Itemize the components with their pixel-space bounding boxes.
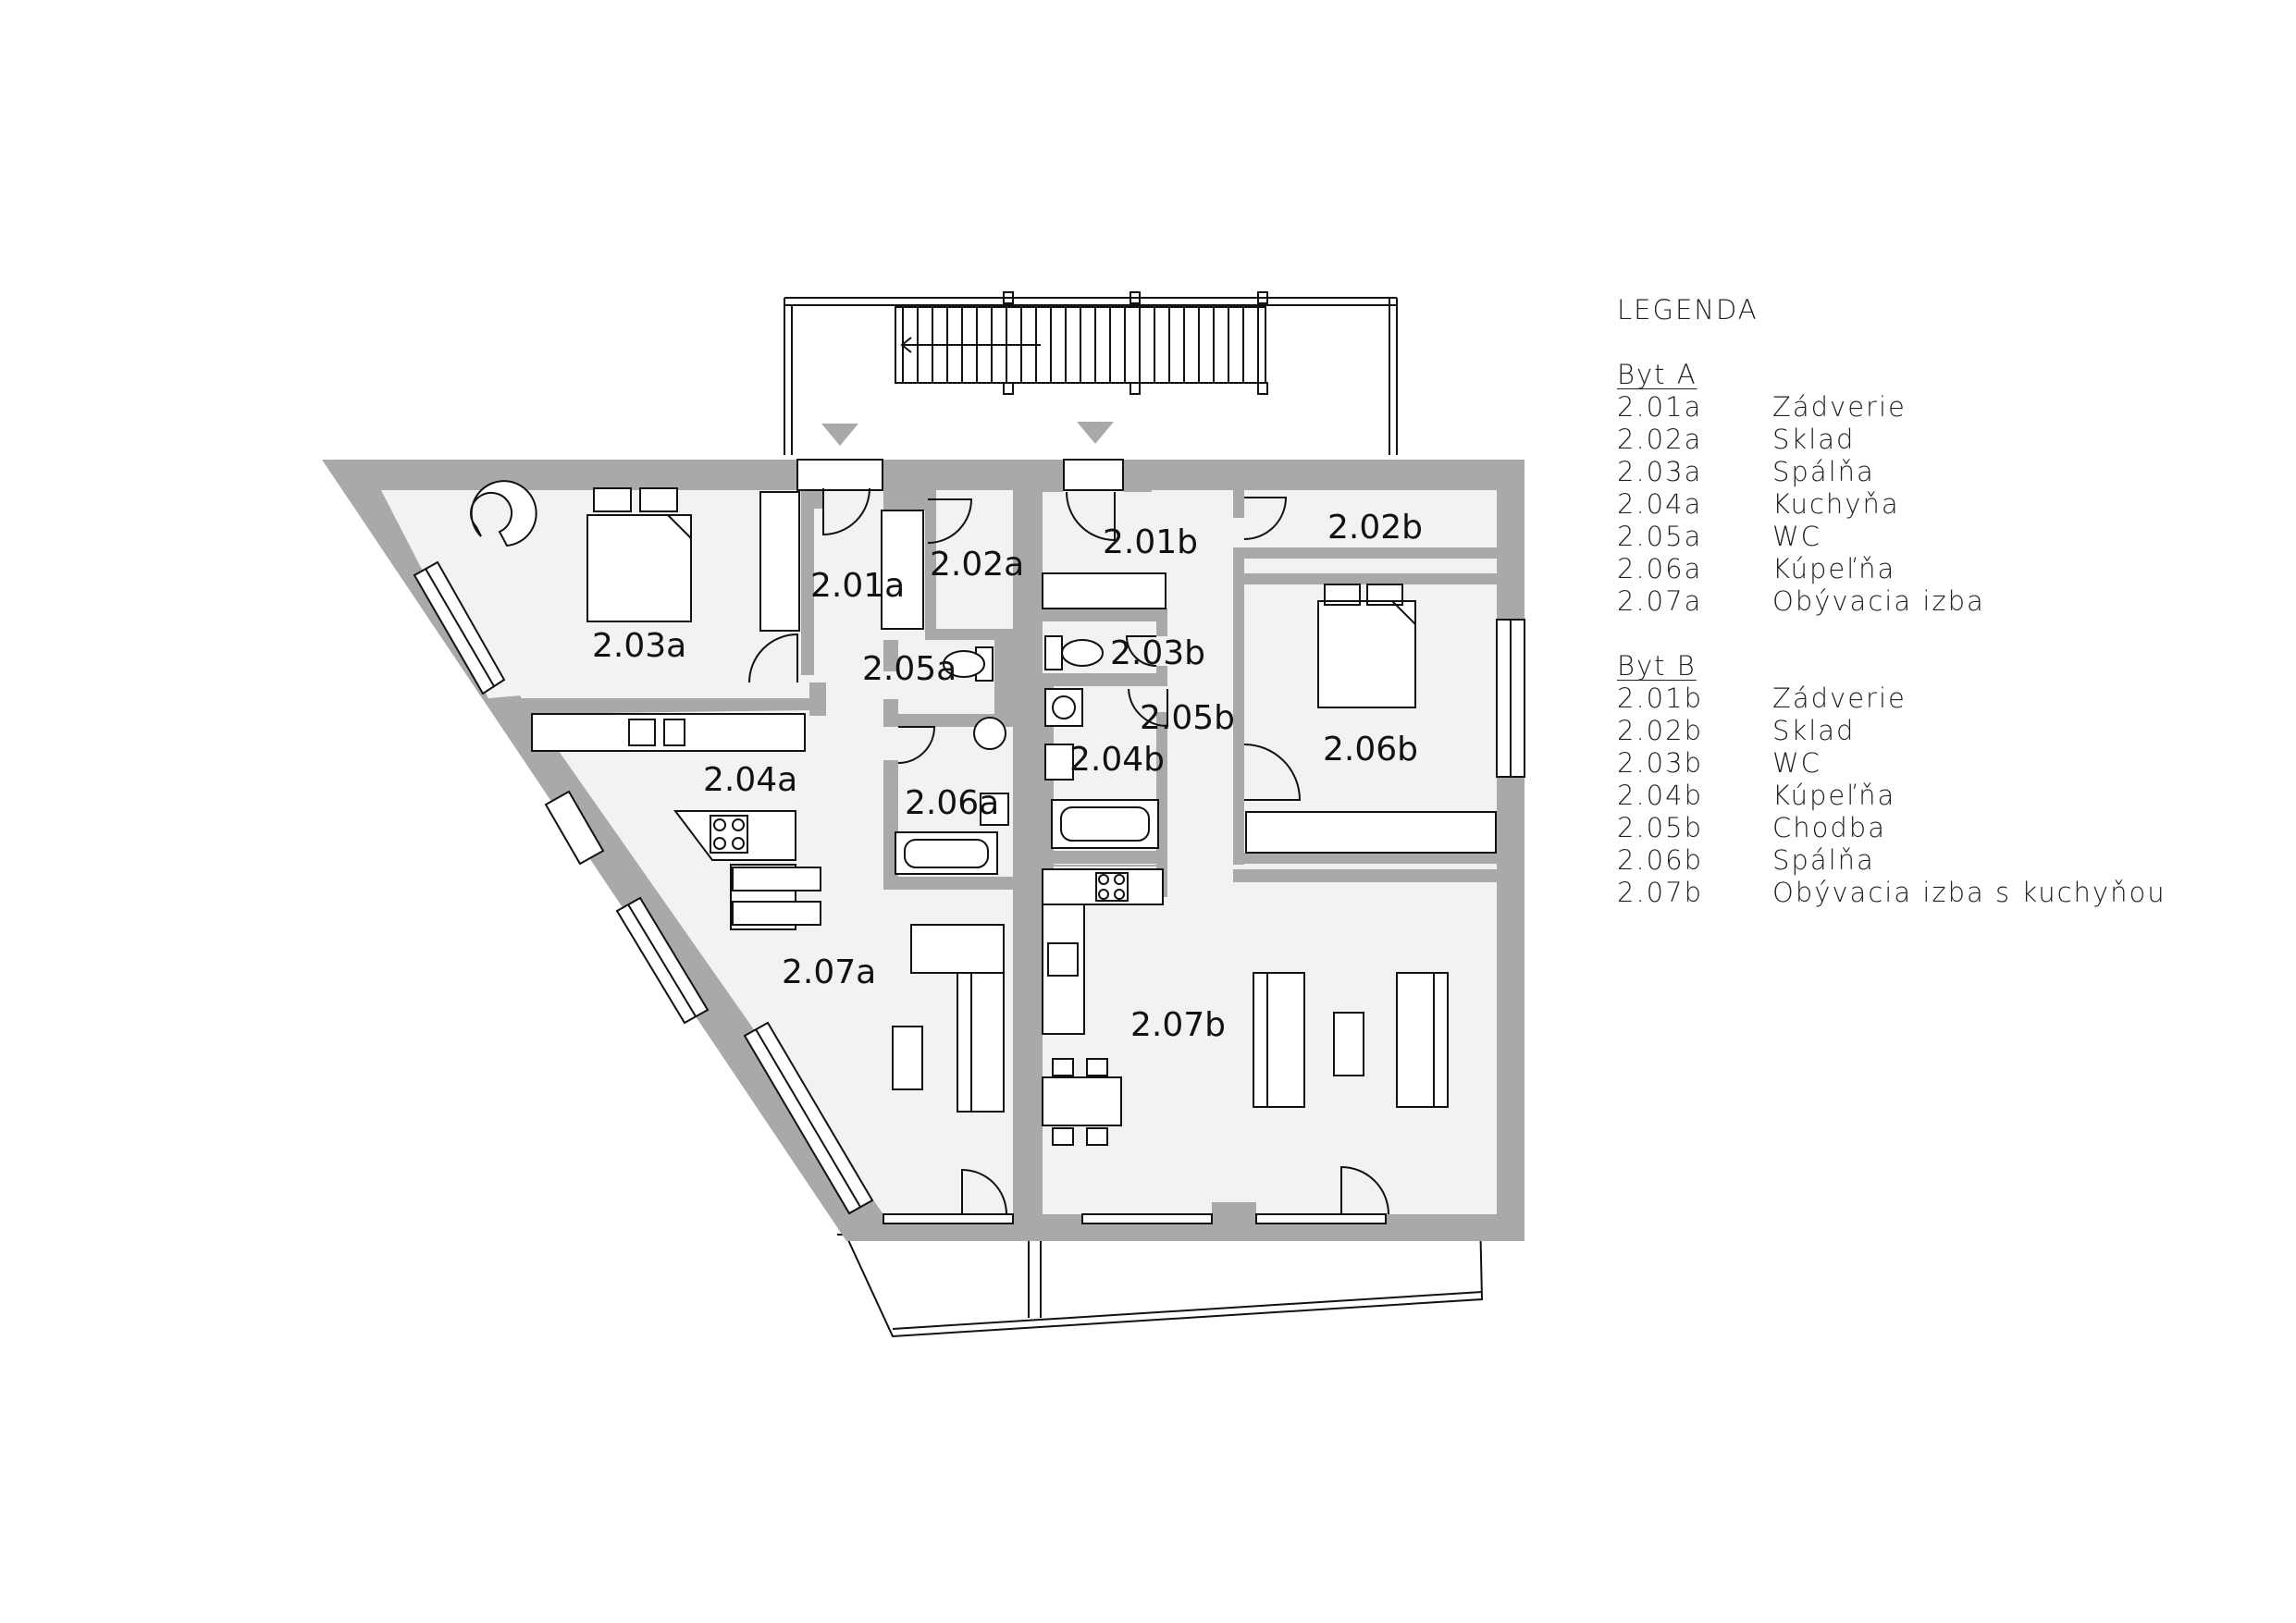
- room-label-2-05b: 2.05b: [1140, 699, 1235, 737]
- legend-item-code: 2.04a: [1617, 488, 1703, 520]
- legend-item: 2.06b Spálňa: [1617, 844, 2166, 877]
- legend-item-name: Sklad: [1772, 424, 1856, 455]
- room-label-2-02b: 2.02b: [1327, 509, 1423, 547]
- legend-item-code: 2.05b: [1617, 812, 1703, 843]
- legend-item: 2.01b Zádverie: [1617, 682, 2166, 715]
- legend-item-name: WC: [1772, 521, 1821, 552]
- legend-item: 2.01a Zádverie: [1617, 391, 2166, 424]
- room-label-2-05a: 2.05a: [862, 650, 957, 688]
- legend-item-code: 2.03b: [1617, 747, 1703, 779]
- legend-item-code: 2.07b: [1617, 877, 1703, 908]
- legend-title: LEGENDA: [1617, 294, 1759, 326]
- room-label-2-07a: 2.07a: [782, 953, 876, 991]
- entrance-arrows: [821, 422, 1114, 446]
- room-label-2-06a: 2.06a: [905, 784, 999, 822]
- legend-item-code: 2.06b: [1617, 844, 1703, 876]
- legend-item: 2.04a Kuchyňa: [1617, 488, 2166, 521]
- legend-item: 2.06a Kúpeľňa: [1617, 553, 2166, 585]
- railing-post: [1257, 291, 1268, 304]
- legend-group-title: Byt B: [1617, 650, 1697, 682]
- railing-post: [1003, 382, 1014, 395]
- legend-item-code: 2.06a: [1617, 553, 1703, 584]
- railing-post: [1257, 382, 1268, 395]
- legend-item-name: Chodba: [1772, 812, 1886, 843]
- room-labels: 2.01a 2.02a 2.03a 2.04a 2.05a 2.06a 2.07…: [592, 509, 1423, 1044]
- railing-post: [1003, 291, 1014, 304]
- legend-item-code: 2.05a: [1617, 521, 1703, 552]
- legend-item-name: Kúpeľňa: [1772, 780, 1896, 811]
- legend-item-name: Kuchyňa: [1772, 488, 1900, 520]
- furniture: [470, 480, 1497, 1146]
- room-label-2-07b: 2.07b: [1130, 1006, 1226, 1044]
- room-label-2-03a: 2.03a: [592, 627, 686, 665]
- legend-item-code: 2.03a: [1617, 456, 1703, 487]
- legend-item-code: 2.02a: [1617, 424, 1703, 455]
- legend-item-name: Zádverie: [1772, 391, 1907, 423]
- legend-item-name: WC: [1772, 747, 1821, 779]
- railing-post: [1129, 382, 1141, 395]
- room-label-2-02a: 2.02a: [930, 546, 1024, 584]
- room-label-2-01b: 2.01b: [1103, 523, 1198, 561]
- legend-item: 2.05a WC: [1617, 521, 2166, 553]
- legend-item: 2.02b Sklad: [1617, 715, 2166, 747]
- legend-item-name: Spálňa: [1772, 844, 1875, 876]
- legend-item-name: Sklad: [1772, 715, 1856, 746]
- windows: [413, 459, 1525, 1224]
- legend-item-name: Obývacia izba s kuchyňou: [1772, 877, 2166, 908]
- legend-item: 2.07b Obývacia izba s kuchyňou: [1617, 877, 2166, 909]
- legend-item-code: 2.02b: [1617, 715, 1703, 746]
- legend-item-name: Kúpeľňa: [1772, 553, 1896, 584]
- legend-item: 2.05b Chodba: [1617, 812, 2166, 844]
- legend-item-code: 2.01a: [1617, 391, 1703, 423]
- doors: [748, 487, 1389, 1215]
- legend-item: 2.02a Sklad: [1617, 424, 2166, 456]
- legend-item-code: 2.01b: [1617, 682, 1703, 714]
- legend-item: 2.07a Obývacia izba: [1617, 585, 2166, 618]
- room-label-2-04b: 2.04b: [1069, 741, 1165, 779]
- legend-item-name: Obývacia izba: [1772, 585, 1985, 617]
- legend-item-code: 2.04b: [1617, 780, 1703, 811]
- legend-item-name: Zádverie: [1772, 682, 1907, 714]
- legend-group-title: Byt A: [1617, 359, 1697, 390]
- legend-item-name: Spálňa: [1772, 456, 1875, 487]
- legend-item: 2.04b Kúpeľňa: [1617, 780, 2166, 812]
- room-label-2-01a: 2.01a: [810, 567, 905, 605]
- legend-item: 2.03b WC: [1617, 747, 2166, 780]
- legend-item: 2.03a Spálňa: [1617, 456, 2166, 488]
- railing-post: [1129, 291, 1141, 304]
- room-label-2-03b: 2.03b: [1110, 634, 1205, 672]
- room-label-2-06b: 2.06b: [1323, 731, 1418, 768]
- legend-item-code: 2.07a: [1617, 585, 1703, 617]
- staircase: [784, 291, 1398, 455]
- room-label-2-04a: 2.04a: [703, 761, 797, 799]
